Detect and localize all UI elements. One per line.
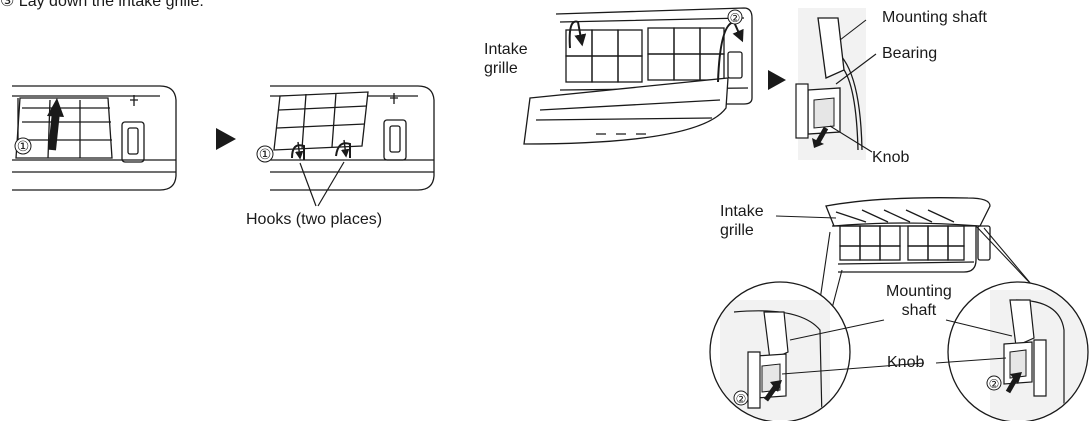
step-mark-2-panel-3: ② (727, 9, 743, 25)
panel-3-unit (523, 7, 753, 145)
right-magnifier: ② (947, 281, 1089, 421)
step-mark-1-panel-2: ① (256, 145, 274, 163)
detail-leader-lines (829, 19, 877, 153)
step-text: Lay down the intake grille. (18, 0, 204, 10)
left-magnifier: ② (709, 281, 851, 421)
bearing-label: Bearing (882, 45, 938, 62)
svg-text:②: ② (736, 392, 747, 406)
detail-closeup (795, 8, 866, 160)
hooks-label: Hooks (two places) (246, 211, 383, 228)
knob-label-top: Knob (872, 149, 910, 166)
play-arrow-icon (768, 70, 786, 90)
panel-2-unit (270, 85, 435, 191)
mounting-shaft-label: Mounting shaft (882, 9, 987, 26)
hooks-leader-lines (299, 161, 345, 207)
svg-text:①: ① (17, 139, 30, 155)
bottom-leader-lines (781, 319, 1013, 375)
svg-text:②: ② (989, 377, 1000, 391)
up-arrow-icon (47, 98, 64, 151)
intake-grille-label-bottom: Intake grille (720, 203, 764, 239)
hook-arrows (294, 139, 350, 160)
bottom-unit (825, 197, 991, 273)
step-header: ③ Lay down the intake grille. (0, 0, 204, 11)
svg-text:①: ① (259, 147, 272, 163)
step-number: ③ (0, 0, 15, 10)
knob-label-bottom: Knob (887, 354, 925, 371)
mounting-shaft-label-bottom: Mounting shaft (886, 283, 952, 319)
intake-grille-label-top: Intake grille (484, 41, 528, 77)
panel-1-unit (12, 85, 177, 191)
play-arrow-icon (216, 128, 236, 150)
svg-text:②: ② (730, 11, 741, 25)
step-mark-1-panel-1: ① (14, 137, 32, 155)
